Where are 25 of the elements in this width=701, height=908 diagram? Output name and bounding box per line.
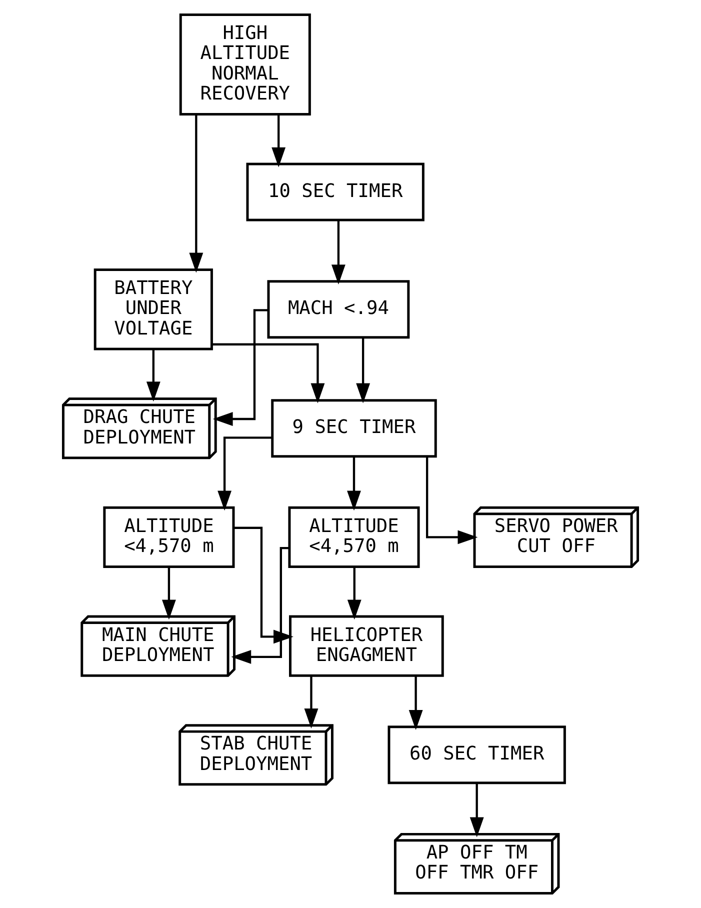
arrow [218,436,272,511]
node-box: 60 SEC TIMER [388,726,566,784]
arrow [347,566,362,620]
arrow [426,456,478,544]
arrow [470,782,484,838]
node-box: 10 SEC TIMER [246,162,424,222]
node-box: ALTITUDE <4,570 m [103,506,235,568]
arrow [212,343,325,404]
arrow [231,546,290,664]
arrow [347,456,361,511]
node-box: HELICOPTER ENGAGMENT [289,615,444,677]
arrow [304,676,318,728]
node-box: BATTERY UNDER VOLTAGE [94,268,213,350]
arrow [356,338,370,404]
arrow [234,526,294,644]
arrow [189,114,204,273]
arrow [272,114,286,168]
arrow [162,566,176,620]
node-box: 9 SEC TIMER [271,399,437,458]
node-box: HIGH ALTITUDE NORMAL RECOVERY [179,13,311,116]
node-box: MACH <.94 [267,280,410,339]
arrow [408,676,423,730]
node-box: ALTITUDE <4,570 m [288,506,420,568]
arrow [146,350,160,402]
arrow [331,220,346,285]
